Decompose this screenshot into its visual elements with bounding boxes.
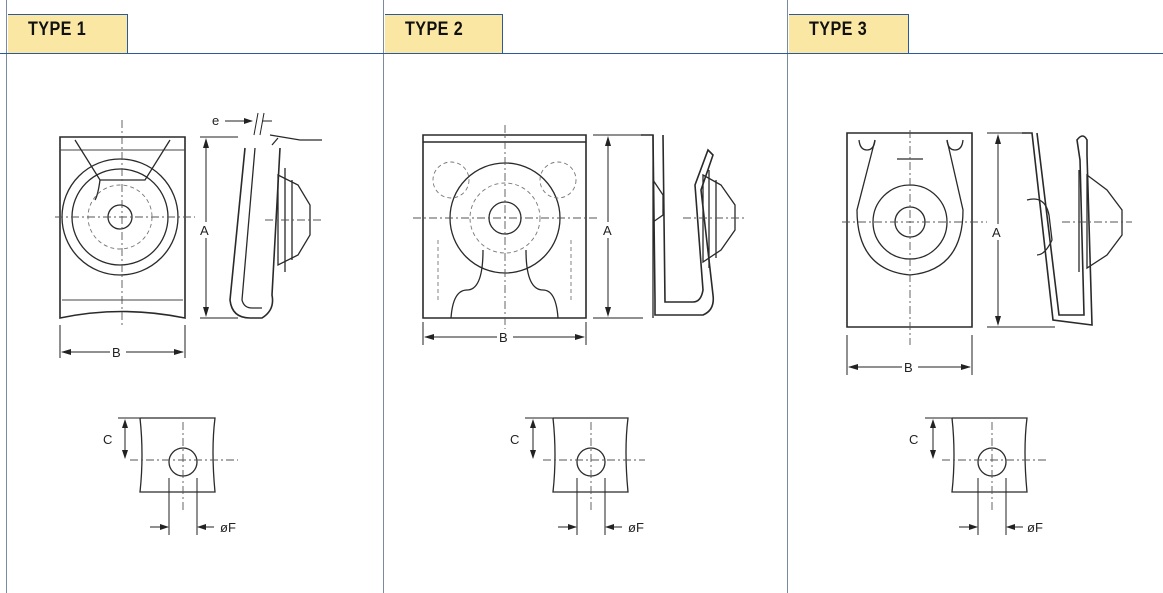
tab-type-1[interactable]: TYPE 1 xyxy=(8,14,128,53)
label-a: A xyxy=(200,223,209,238)
type-3-hole-detail: C øF xyxy=(909,417,1049,535)
tab-rule xyxy=(383,53,787,54)
tab-label: TYPE 3 xyxy=(809,19,868,40)
type-2-drawing: A B C øF xyxy=(413,125,745,535)
label-c: C xyxy=(103,432,112,447)
label-f: øF xyxy=(1027,520,1043,535)
panel-divider xyxy=(787,0,788,593)
dimension-b: B xyxy=(846,335,973,375)
panel-type-2: TYPE 2 xyxy=(383,0,787,593)
dimension-b: B xyxy=(422,322,587,345)
type-3-front-view xyxy=(842,130,987,345)
label-f: øF xyxy=(628,520,644,535)
type-3-side-view xyxy=(1022,132,1132,326)
tab-rule xyxy=(0,53,383,54)
label-b: B xyxy=(904,360,913,375)
tab-rule xyxy=(787,53,1163,54)
tab-label: TYPE 1 xyxy=(28,19,87,40)
panel-type-1: TYPE 1 xyxy=(0,0,383,593)
dimension-a: A xyxy=(198,136,238,319)
type-1-hole-detail: C øF xyxy=(103,417,238,535)
type-1-front-view xyxy=(55,120,195,325)
dimension-a: A xyxy=(593,134,643,319)
label-b: B xyxy=(112,345,121,360)
type-1-side-view xyxy=(229,134,322,319)
dimension-b: B xyxy=(59,325,186,360)
label-e: e xyxy=(212,113,219,128)
tab-type-2[interactable]: TYPE 2 xyxy=(385,14,503,53)
dimension-e: e xyxy=(212,112,272,136)
label-a: A xyxy=(992,225,1001,240)
label-c: C xyxy=(909,432,918,447)
type-3-drawing: A B C øF xyxy=(842,130,1132,535)
label-c: C xyxy=(510,432,519,447)
type-2-side-view xyxy=(641,134,745,318)
tab-type-3[interactable]: TYPE 3 xyxy=(789,14,909,53)
panel-type-3: TYPE 3 A xyxy=(787,0,1163,593)
panel-divider xyxy=(6,0,7,593)
label-a: A xyxy=(603,223,612,238)
type-1-drawing: A e B xyxy=(55,112,322,535)
dimension-a: A xyxy=(987,132,1055,328)
label-f: øF xyxy=(220,520,236,535)
type-2-front-view xyxy=(413,125,598,330)
type-2-hole-detail: C øF xyxy=(510,417,645,535)
label-b: B xyxy=(499,330,508,345)
panel-divider xyxy=(383,0,384,593)
tab-label: TYPE 2 xyxy=(405,19,464,40)
